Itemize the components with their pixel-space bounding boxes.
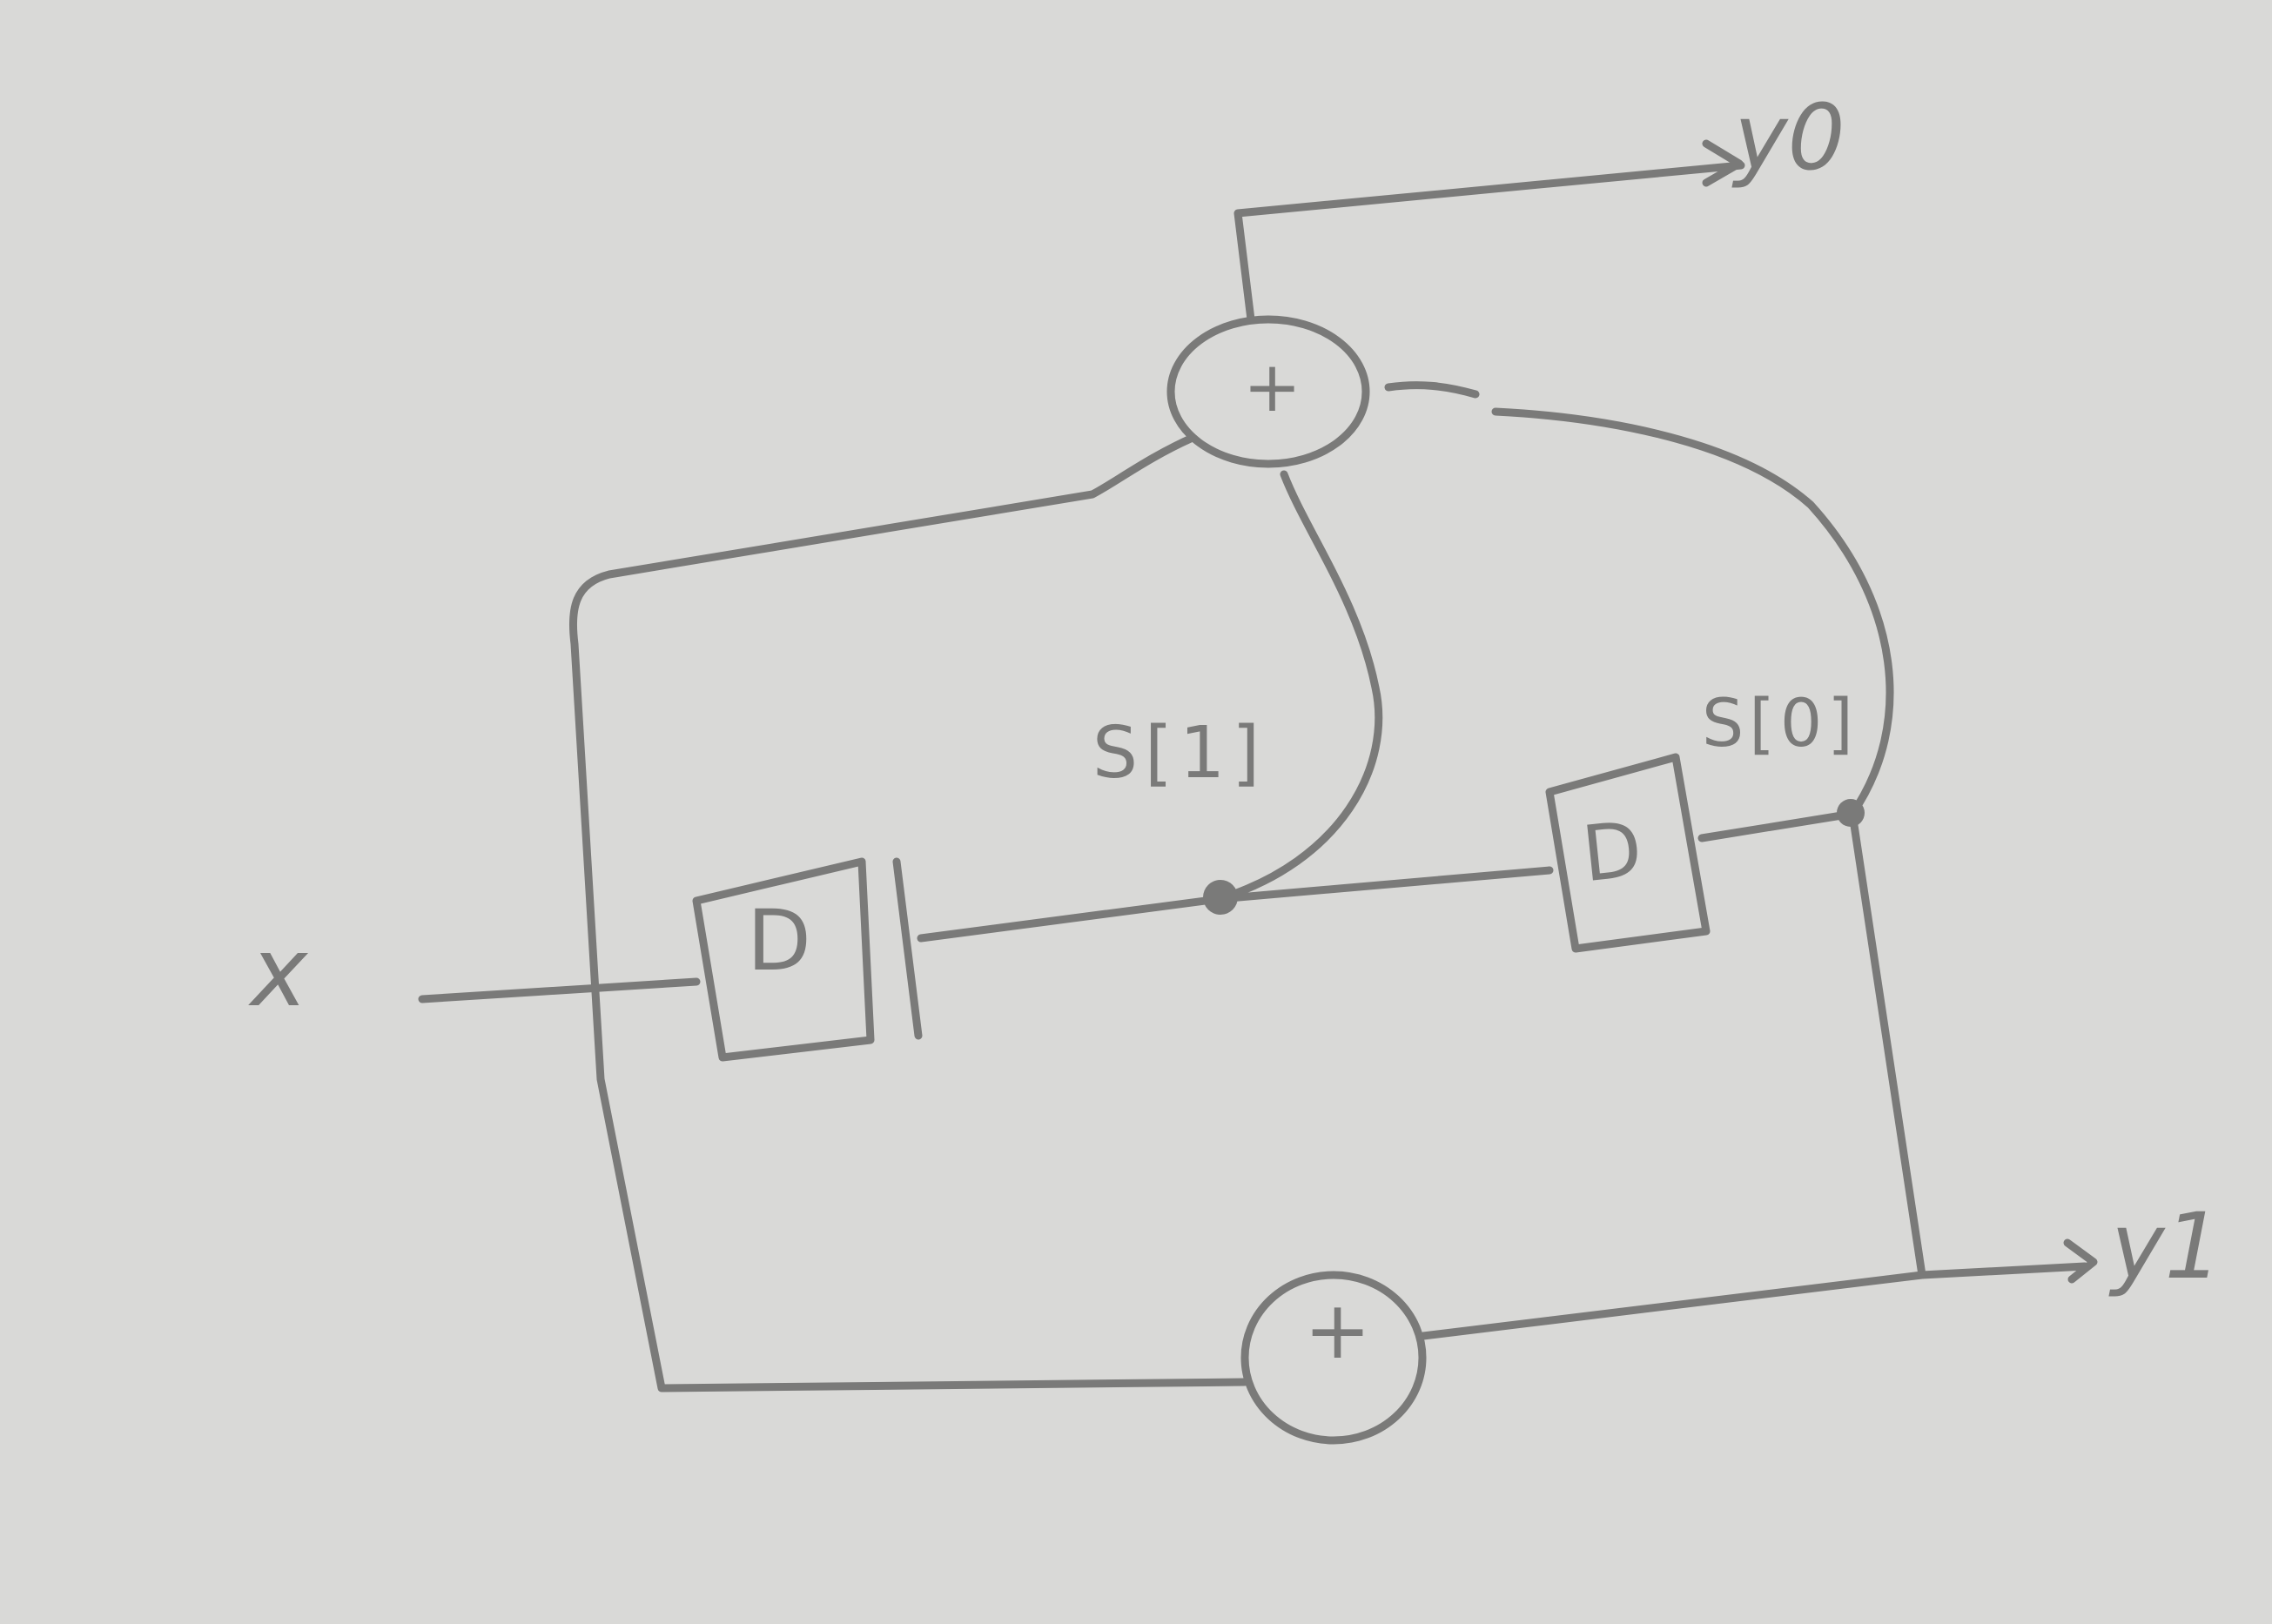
s0-tap-wire	[1384, 381, 1894, 818]
adder-bottom-symbol: +	[1304, 1284, 1372, 1377]
delay-box-2	[1545, 753, 1711, 953]
s0-wire	[1697, 809, 1857, 842]
adder-top-symbol: +	[1243, 346, 1302, 427]
y1-wire	[1918, 1262, 2089, 1279]
y0-stem-wire	[1233, 161, 1745, 324]
output-y0-label: y0	[1734, 84, 1845, 191]
bottom-xor-out-wire	[1419, 1271, 1926, 1340]
delay-2-label: D	[1577, 803, 1646, 900]
xor-bottom	[1240, 1271, 1427, 1445]
right-feed-wire	[1848, 809, 1926, 1279]
node-s1	[1203, 880, 1238, 915]
node-s0	[1837, 799, 1865, 827]
delay-box-1	[692, 857, 875, 1062]
y0-arrow	[1702, 139, 1744, 187]
delay-1-label: D	[747, 892, 811, 990]
input-label: x	[251, 916, 308, 1028]
s1-tap-wire	[1214, 470, 1383, 903]
state-s1-label: S[1]	[1092, 712, 1267, 795]
delay-1-out-bar	[892, 857, 923, 1040]
y1-arrow	[2063, 1238, 2098, 1284]
state-s0-label: S[0]	[1702, 684, 1859, 762]
output-y1-label: y1	[2111, 1193, 2222, 1299]
input-wire	[418, 977, 701, 1003]
xor-top	[1166, 315, 1370, 468]
left-feed-wire	[568, 433, 1249, 1392]
